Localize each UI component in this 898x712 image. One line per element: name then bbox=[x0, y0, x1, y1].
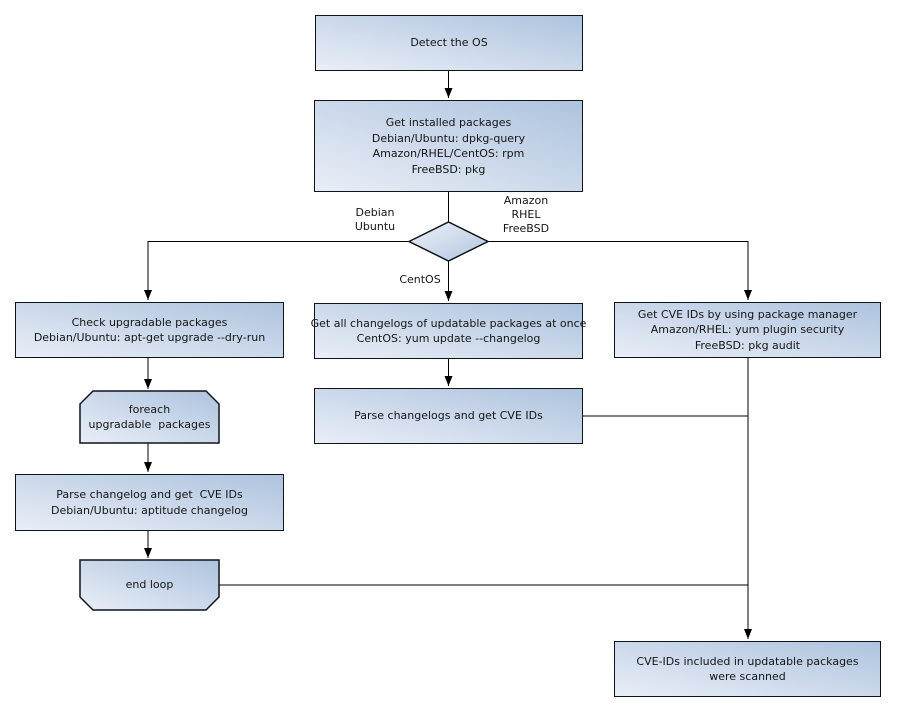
node-foreach-loop: foreach upgradable packages bbox=[80, 391, 219, 443]
node-text: Amazon/RHEL/CentOS: rpm bbox=[372, 147, 525, 160]
node-text: Get installed packages bbox=[385, 116, 512, 129]
node-text: Debian/Ubuntu: dpkg-query bbox=[371, 131, 526, 145]
node-end-loop: end loop bbox=[80, 560, 219, 610]
node-parse-changelog-left: Parse changelog and get CVE IDs Debian/U… bbox=[15, 474, 284, 531]
edge-label-text: RHEL bbox=[511, 208, 541, 221]
edge-label-debian-ubuntu: Debian Ubuntu bbox=[338, 206, 412, 234]
node-text: foreach bbox=[128, 402, 171, 416]
node-text: Debian/Ubuntu: aptitude changelog bbox=[50, 503, 249, 517]
edge-label-text: Debian bbox=[355, 206, 395, 219]
node-text: Get all changelogs of updatable packages… bbox=[310, 316, 587, 330]
node-get-installed-packages: Get installed packages Debian/Ubuntu: dp… bbox=[314, 100, 583, 192]
node-text: Parse changelog and get CVE IDs bbox=[56, 488, 243, 501]
node-get-all-changelogs: Get all changelogs of updatable packages… bbox=[311, 303, 586, 359]
edge-label-text: FreeBSD bbox=[502, 222, 550, 235]
edge-label-text: CentOS bbox=[399, 273, 441, 286]
node-text: Parse changelogs and get CVE IDs bbox=[354, 409, 543, 423]
node-check-upgradable-packages: Check upgradable packages Debian/Ubuntu:… bbox=[15, 302, 284, 358]
node-text: CVE-IDs included in updatable packages bbox=[636, 654, 859, 668]
node-text: Get CVE IDs by using package manager bbox=[637, 307, 858, 321]
node-text: CentOS: yum update --changelog bbox=[356, 332, 541, 345]
node-text: FreeBSD: pkg audit bbox=[694, 338, 801, 352]
edge-label-amazon-rhel-freebsd: Amazon RHEL FreeBSD bbox=[489, 194, 563, 236]
edge-label-text: Ubuntu bbox=[354, 220, 396, 233]
node-parse-changelogs-middle: Parse changelogs and get CVE IDs bbox=[314, 388, 583, 444]
decision-diamond bbox=[407, 221, 490, 262]
edge-label-centos: CentOS bbox=[396, 273, 444, 287]
edge-decision-to-get-cve bbox=[488, 241, 752, 300]
node-text: Check upgradable packages bbox=[71, 315, 228, 329]
node-result-scanned: CVE-IDs included in updatable packages w… bbox=[614, 641, 881, 697]
node-text: Detect the OS bbox=[410, 36, 488, 50]
edge-decision-to-check-upgradable bbox=[144, 241, 409, 300]
node-text: FreeBSD: pkg bbox=[411, 162, 486, 176]
node-detect-os: Detect the OS bbox=[315, 15, 583, 71]
foreach-loop-shape bbox=[79, 390, 220, 444]
edge-label-text: Amazon bbox=[503, 194, 549, 207]
node-text: Amazon/RHEL: yum plugin security bbox=[650, 323, 845, 337]
node-text: Debian/Ubuntu: apt-get upgrade --dry-run bbox=[33, 331, 266, 344]
node-get-cve-ids-right: Get CVE IDs by using package manager Ama… bbox=[614, 302, 881, 358]
node-text: upgradable packages bbox=[88, 418, 211, 431]
node-text: end loop bbox=[125, 578, 174, 592]
node-text: were scanned bbox=[709, 670, 786, 683]
end-loop-shape bbox=[79, 559, 220, 611]
